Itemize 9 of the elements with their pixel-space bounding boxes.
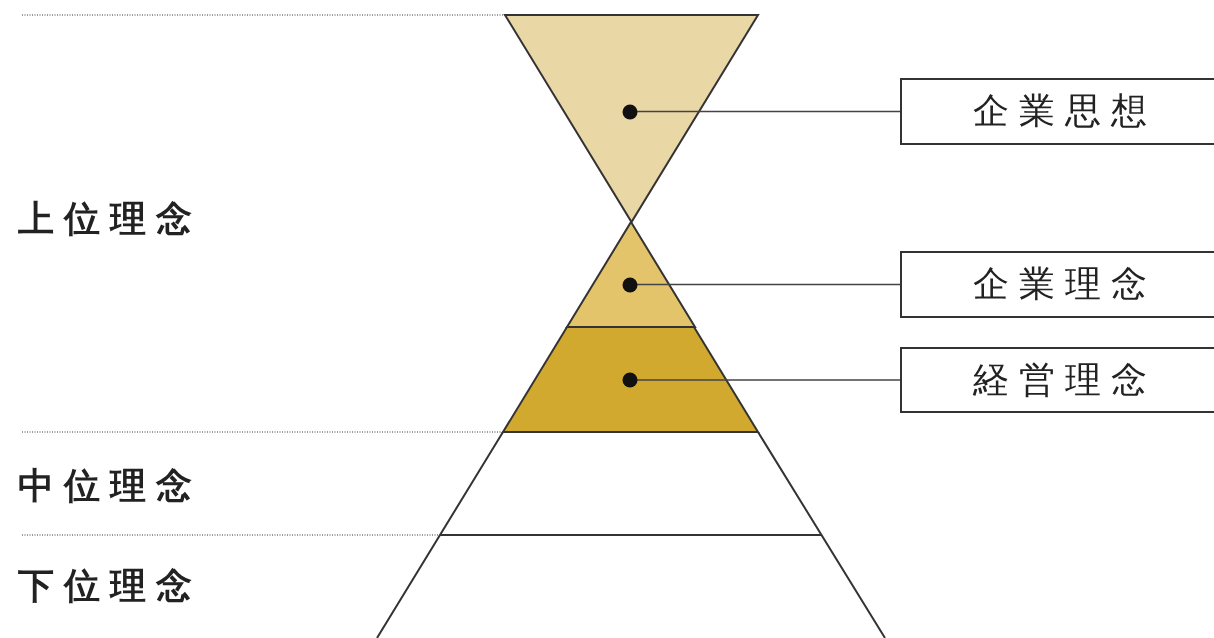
label-box: 経営理念 <box>900 347 1214 413</box>
level-label: 下位理念 <box>18 564 203 608</box>
leader-line <box>622 104 901 120</box>
leader-line <box>622 277 901 293</box>
label-box: 企業思想 <box>900 78 1214 145</box>
level-label: 中位理念 <box>18 464 203 508</box>
leader-line <box>622 372 901 388</box>
level-label: 上位理念 <box>18 197 203 241</box>
label-box: 企業理念 <box>900 251 1214 318</box>
